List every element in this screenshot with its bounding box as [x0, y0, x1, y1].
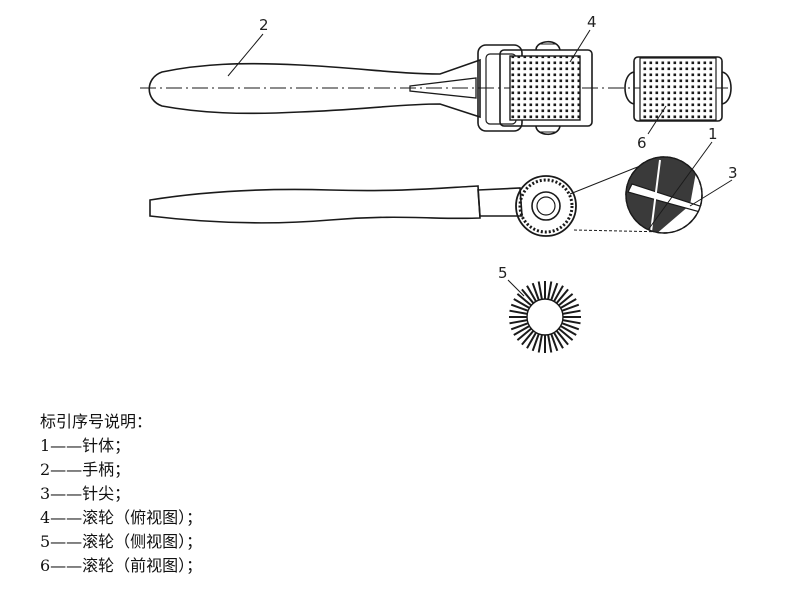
wheel-needle: [510, 322, 529, 331]
label-1: 1: [708, 125, 718, 143]
side-view-roller: [149, 161, 669, 237]
wheel-needle: [537, 281, 543, 300]
wheel-needle: [513, 298, 530, 309]
front-view-roller: [624, 56, 732, 122]
wheel-needle: [547, 281, 553, 300]
label-2: 2: [259, 16, 269, 34]
legend-item: 2——手柄；: [40, 460, 131, 479]
label-3: 3: [728, 164, 738, 182]
wheel-needle: [558, 327, 574, 341]
label-4: 4: [587, 13, 597, 31]
wheel-needle: [516, 327, 532, 341]
legend-item: 3——针尖；: [40, 484, 131, 503]
wheel-needle: [509, 309, 528, 315]
wheel-needle: [531, 333, 540, 352]
wheel-needle: [555, 330, 569, 346]
wheel-needle: [526, 332, 537, 349]
legend-item: 5——滚轮（侧视图）；: [40, 532, 203, 551]
wheel-needle: [537, 334, 543, 353]
wheel-needle: [561, 303, 580, 312]
reference-numbers: 2 4 6 1 3 5: [259, 13, 738, 282]
handle-side: [149, 185, 481, 224]
legend-item: 1——针体；: [40, 436, 131, 455]
wheel-needle: [561, 322, 580, 331]
wheel-needle: [550, 282, 559, 301]
wheel-needle: [555, 288, 569, 304]
handle-top: [148, 58, 481, 119]
label-5: 5: [498, 264, 508, 282]
leader-lines: [227, 29, 733, 297]
wheel-needle: [526, 285, 537, 302]
wheel-needle: [560, 325, 577, 336]
wheel-needle: [510, 303, 529, 312]
top-view-roller: [140, 40, 730, 136]
wheel-needle: [560, 298, 577, 309]
legend-item: 6——滚轮（前视图）；: [40, 556, 203, 575]
wheel-needle: [513, 325, 530, 336]
label-6: 6: [637, 134, 647, 152]
wheel-needle: [547, 334, 553, 353]
reference-legend: 标引序号说明： 1——针体； 2——手柄； 3——针尖； 4——滚轮（俯视图）；…: [40, 410, 202, 578]
legend-item: 4——滚轮（俯视图）；: [40, 508, 203, 527]
wheel-needle: [558, 293, 574, 307]
wheel-needle: [521, 330, 535, 346]
detail-needle-tip: [625, 156, 703, 234]
wheel-needle: [509, 319, 528, 325]
wheel-needle: [562, 309, 581, 315]
wheel-needle: [553, 332, 564, 349]
wheel-needle: [550, 333, 559, 352]
wheel-needle: [521, 288, 535, 304]
wheel-needle: [553, 285, 564, 302]
wheel-needle: [531, 282, 540, 301]
side-view-wheel: [509, 281, 581, 353]
wheel-needle: [562, 319, 581, 325]
legend-title: 标引序号说明：: [40, 412, 153, 431]
patent-drawing: 2 4 6 1 3 5: [140, 13, 738, 353]
wheel-needle: [516, 293, 532, 307]
wheel-spokes: [509, 281, 581, 353]
